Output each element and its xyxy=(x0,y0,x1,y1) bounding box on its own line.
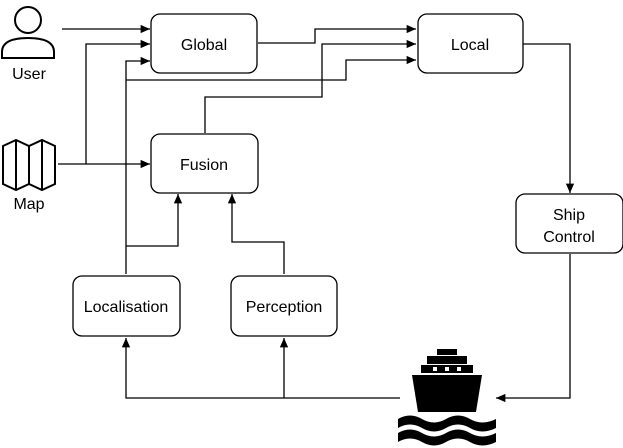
node-fusion: Fusion xyxy=(150,133,259,194)
edge-localisation-local xyxy=(126,55,416,81)
node-global: Global xyxy=(150,13,258,74)
user-label: User xyxy=(12,66,46,83)
ship-icon xyxy=(398,349,496,446)
edge-perception-fusion xyxy=(227,194,285,274)
user-icon xyxy=(1,6,55,59)
node-ship-control: Ship Control xyxy=(515,193,623,254)
edge-fusion-local xyxy=(204,39,416,133)
node-local-label: Local xyxy=(451,37,489,54)
edge-localisation-fusion xyxy=(126,194,183,247)
edge-localisation-global xyxy=(125,56,150,274)
node-localisation-label: Localisation xyxy=(84,299,169,316)
node-global-label: Global xyxy=(181,37,227,54)
node-localisation: Localisation xyxy=(72,275,181,337)
node-local: Local xyxy=(417,13,524,74)
node-ship-control-label-line2: Control xyxy=(543,229,595,246)
node-fusion-label: Fusion xyxy=(180,157,228,174)
map-icon xyxy=(1,138,56,192)
map-label: Map xyxy=(13,196,44,213)
node-perception-label: Perception xyxy=(246,299,323,316)
edges xyxy=(58,24,575,403)
edge-shipcontrol-ship xyxy=(496,254,571,403)
edge-ship-localisation xyxy=(121,338,400,399)
node-ship-control-label-line1: Ship xyxy=(553,207,585,224)
edge-map-global xyxy=(85,39,150,164)
edge-global-local xyxy=(258,24,416,44)
edge-local-shipcontrol xyxy=(523,43,575,193)
node-perception: Perception xyxy=(230,275,338,337)
